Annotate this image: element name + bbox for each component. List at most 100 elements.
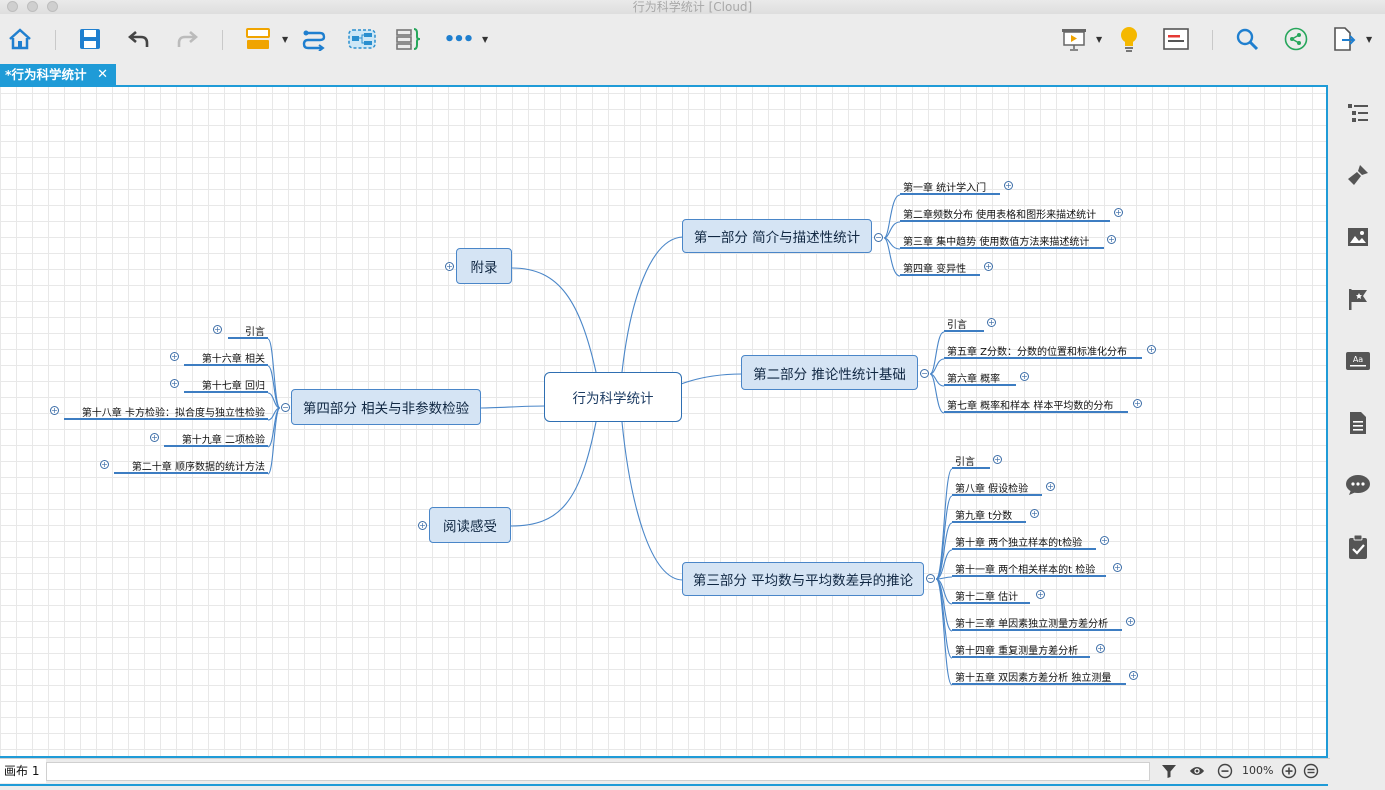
image-icon[interactable] xyxy=(1344,223,1372,251)
expand-icon[interactable]: + xyxy=(1046,482,1055,491)
relationship-icon[interactable] xyxy=(299,24,329,54)
expand-icon[interactable]: + xyxy=(1096,644,1105,653)
expand-icon[interactable]: + xyxy=(1147,345,1156,354)
zoom-window-button[interactable] xyxy=(47,1,58,12)
summary-icon[interactable] xyxy=(394,24,424,54)
close-window-button[interactable] xyxy=(7,1,18,12)
expand-icon[interactable]: + xyxy=(150,433,159,442)
collapse-icon[interactable]: − xyxy=(874,233,883,242)
sheet-tab[interactable]: 画布 1 xyxy=(0,759,46,783)
eye-icon[interactable] xyxy=(1189,763,1205,779)
subtopic[interactable]: 第十二章 估计 xyxy=(952,589,1030,604)
comment-icon[interactable] xyxy=(1344,471,1372,499)
fit-to-window-icon[interactable] xyxy=(1303,763,1319,779)
expand-icon[interactable]: + xyxy=(445,262,454,271)
subtopic[interactable]: 第十七章 回归 xyxy=(184,378,268,393)
save-icon[interactable] xyxy=(75,24,105,54)
subtopic[interactable]: 第十五章 双因素方差分析 独立测量 xyxy=(952,670,1126,685)
subtopic[interactable]: 第三章 集中趋势 使用数值方法来描述统计 xyxy=(900,234,1104,249)
topic-part4[interactable]: 第四部分 相关与非参数检验 xyxy=(291,389,481,425)
subtopic[interactable]: 第一章 统计学入门 xyxy=(900,180,1000,195)
topic-icon[interactable] xyxy=(243,24,273,54)
format-brush-icon[interactable] xyxy=(1344,161,1372,189)
topic-appendix[interactable]: 附录 xyxy=(456,248,512,284)
central-topic[interactable]: 行为科学统计 xyxy=(544,372,682,422)
subtopic[interactable]: 第七章 概率和样本 样本平均数的分布 xyxy=(944,398,1128,413)
search-icon[interactable] xyxy=(1232,24,1262,54)
expand-icon[interactable]: + xyxy=(170,352,179,361)
expand-icon[interactable]: + xyxy=(50,406,59,415)
expand-icon[interactable]: + xyxy=(213,325,222,334)
subtopic[interactable]: 第二章频数分布 使用表格和图形来描述统计 xyxy=(900,207,1110,222)
expand-icon[interactable]: + xyxy=(1107,235,1116,244)
zoom-out-icon[interactable] xyxy=(1217,763,1233,779)
expand-icon[interactable]: + xyxy=(1133,399,1142,408)
label-icon[interactable]: Aa xyxy=(1344,347,1372,375)
topic-dropdown-caret[interactable]: ▼ xyxy=(282,35,289,44)
subtopic[interactable]: 第五章 Z分数：分数的位置和标准化分布 xyxy=(944,344,1142,359)
mind-map-canvas[interactable]: 行为科学统计 第一部分 简介与描述性统计 − 第二部分 推论性统计基础 − 第三… xyxy=(0,85,1328,758)
subtopic[interactable]: 第八章 假设检验 xyxy=(952,481,1042,496)
expand-icon[interactable]: + xyxy=(1020,372,1029,381)
subtopic[interactable]: 引言 xyxy=(228,324,268,339)
redo-icon[interactable] xyxy=(172,24,202,54)
expand-icon[interactable]: + xyxy=(987,318,996,327)
expand-icon[interactable]: + xyxy=(1100,536,1109,545)
expand-icon[interactable]: + xyxy=(1004,181,1013,190)
expand-icon[interactable]: + xyxy=(1114,208,1123,217)
expand-icon[interactable]: + xyxy=(1113,563,1122,572)
marker-flag-icon[interactable] xyxy=(1344,285,1372,313)
expand-icon[interactable]: + xyxy=(1129,671,1138,680)
expand-icon[interactable]: + xyxy=(984,262,993,271)
boundary-icon[interactable] xyxy=(347,24,377,54)
collapse-icon[interactable]: − xyxy=(920,369,929,378)
outline-view-icon[interactable] xyxy=(1161,24,1191,54)
idea-icon[interactable] xyxy=(1114,24,1144,54)
subtopic[interactable]: 第十八章 卡方检验：拟合度与独立性检验 xyxy=(64,405,268,420)
expand-icon[interactable]: + xyxy=(1126,617,1135,626)
topic-part3[interactable]: 第三部分 平均数与平均数差异的推论 xyxy=(682,562,924,596)
subtopic[interactable]: 第十章 两个独立样本的t检验 xyxy=(952,535,1096,550)
expand-icon[interactable]: + xyxy=(1030,509,1039,518)
subtopic[interactable]: 第二十章 顺序数据的统计方法 xyxy=(114,459,268,474)
topic-part2[interactable]: 第二部分 推论性统计基础 xyxy=(741,355,918,390)
share-icon[interactable] xyxy=(1281,24,1311,54)
subtopic[interactable]: 第十九章 二项检验 xyxy=(164,432,268,447)
connector-line xyxy=(883,221,901,239)
expand-icon[interactable]: + xyxy=(418,521,427,530)
collapse-icon[interactable]: − xyxy=(281,403,290,412)
expand-icon[interactable]: + xyxy=(170,379,179,388)
subtopic[interactable]: 第十六章 相关 xyxy=(184,351,268,366)
notes-icon[interactable] xyxy=(1344,409,1372,437)
export-icon[interactable] xyxy=(1329,24,1359,54)
subtopic[interactable]: 第十一章 两个相关样本的t 检验 xyxy=(952,562,1106,577)
zoom-in-icon[interactable] xyxy=(1281,763,1297,779)
more-icon[interactable]: ••• xyxy=(443,28,475,50)
filter-icon[interactable] xyxy=(1161,763,1177,779)
expand-icon[interactable]: + xyxy=(1036,590,1045,599)
tab-document[interactable]: *行为科学统计 ✕ xyxy=(0,64,116,85)
subtopic[interactable]: 引言 xyxy=(944,317,984,332)
subtopic[interactable]: 第十四章 重复测量方差分析 xyxy=(952,643,1090,658)
tab-close-icon[interactable]: ✕ xyxy=(97,67,108,82)
presentation-dropdown-caret[interactable]: ▼ xyxy=(1096,35,1103,44)
topic-part1[interactable]: 第一部分 简介与描述性统计 xyxy=(682,219,872,253)
outline-icon[interactable] xyxy=(1344,99,1372,127)
topic-reading[interactable]: 阅读感受 xyxy=(429,507,511,543)
more-dropdown-caret[interactable]: ▼ xyxy=(482,35,489,44)
minimize-window-button[interactable] xyxy=(27,1,38,12)
subtopic[interactable]: 第六章 概率 xyxy=(944,371,1016,386)
subtopic[interactable]: 第九章 t分数 xyxy=(952,508,1026,523)
expand-icon[interactable]: + xyxy=(993,455,1002,464)
collapse-icon[interactable]: − xyxy=(926,574,935,583)
export-dropdown-caret[interactable]: ▼ xyxy=(1366,35,1373,44)
subtopic[interactable]: 第四章 变异性 xyxy=(900,261,980,276)
subtopic[interactable]: 第十三章 单因素独立测量方差分析 xyxy=(952,616,1122,631)
presentation-icon[interactable] xyxy=(1059,24,1089,54)
subtopic[interactable]: 引言 xyxy=(952,454,990,469)
expand-icon[interactable]: + xyxy=(100,460,109,469)
task-icon[interactable] xyxy=(1344,533,1372,561)
canvas-bottom-border xyxy=(0,784,1328,790)
undo-icon[interactable] xyxy=(124,24,154,54)
home-icon[interactable] xyxy=(5,24,35,54)
